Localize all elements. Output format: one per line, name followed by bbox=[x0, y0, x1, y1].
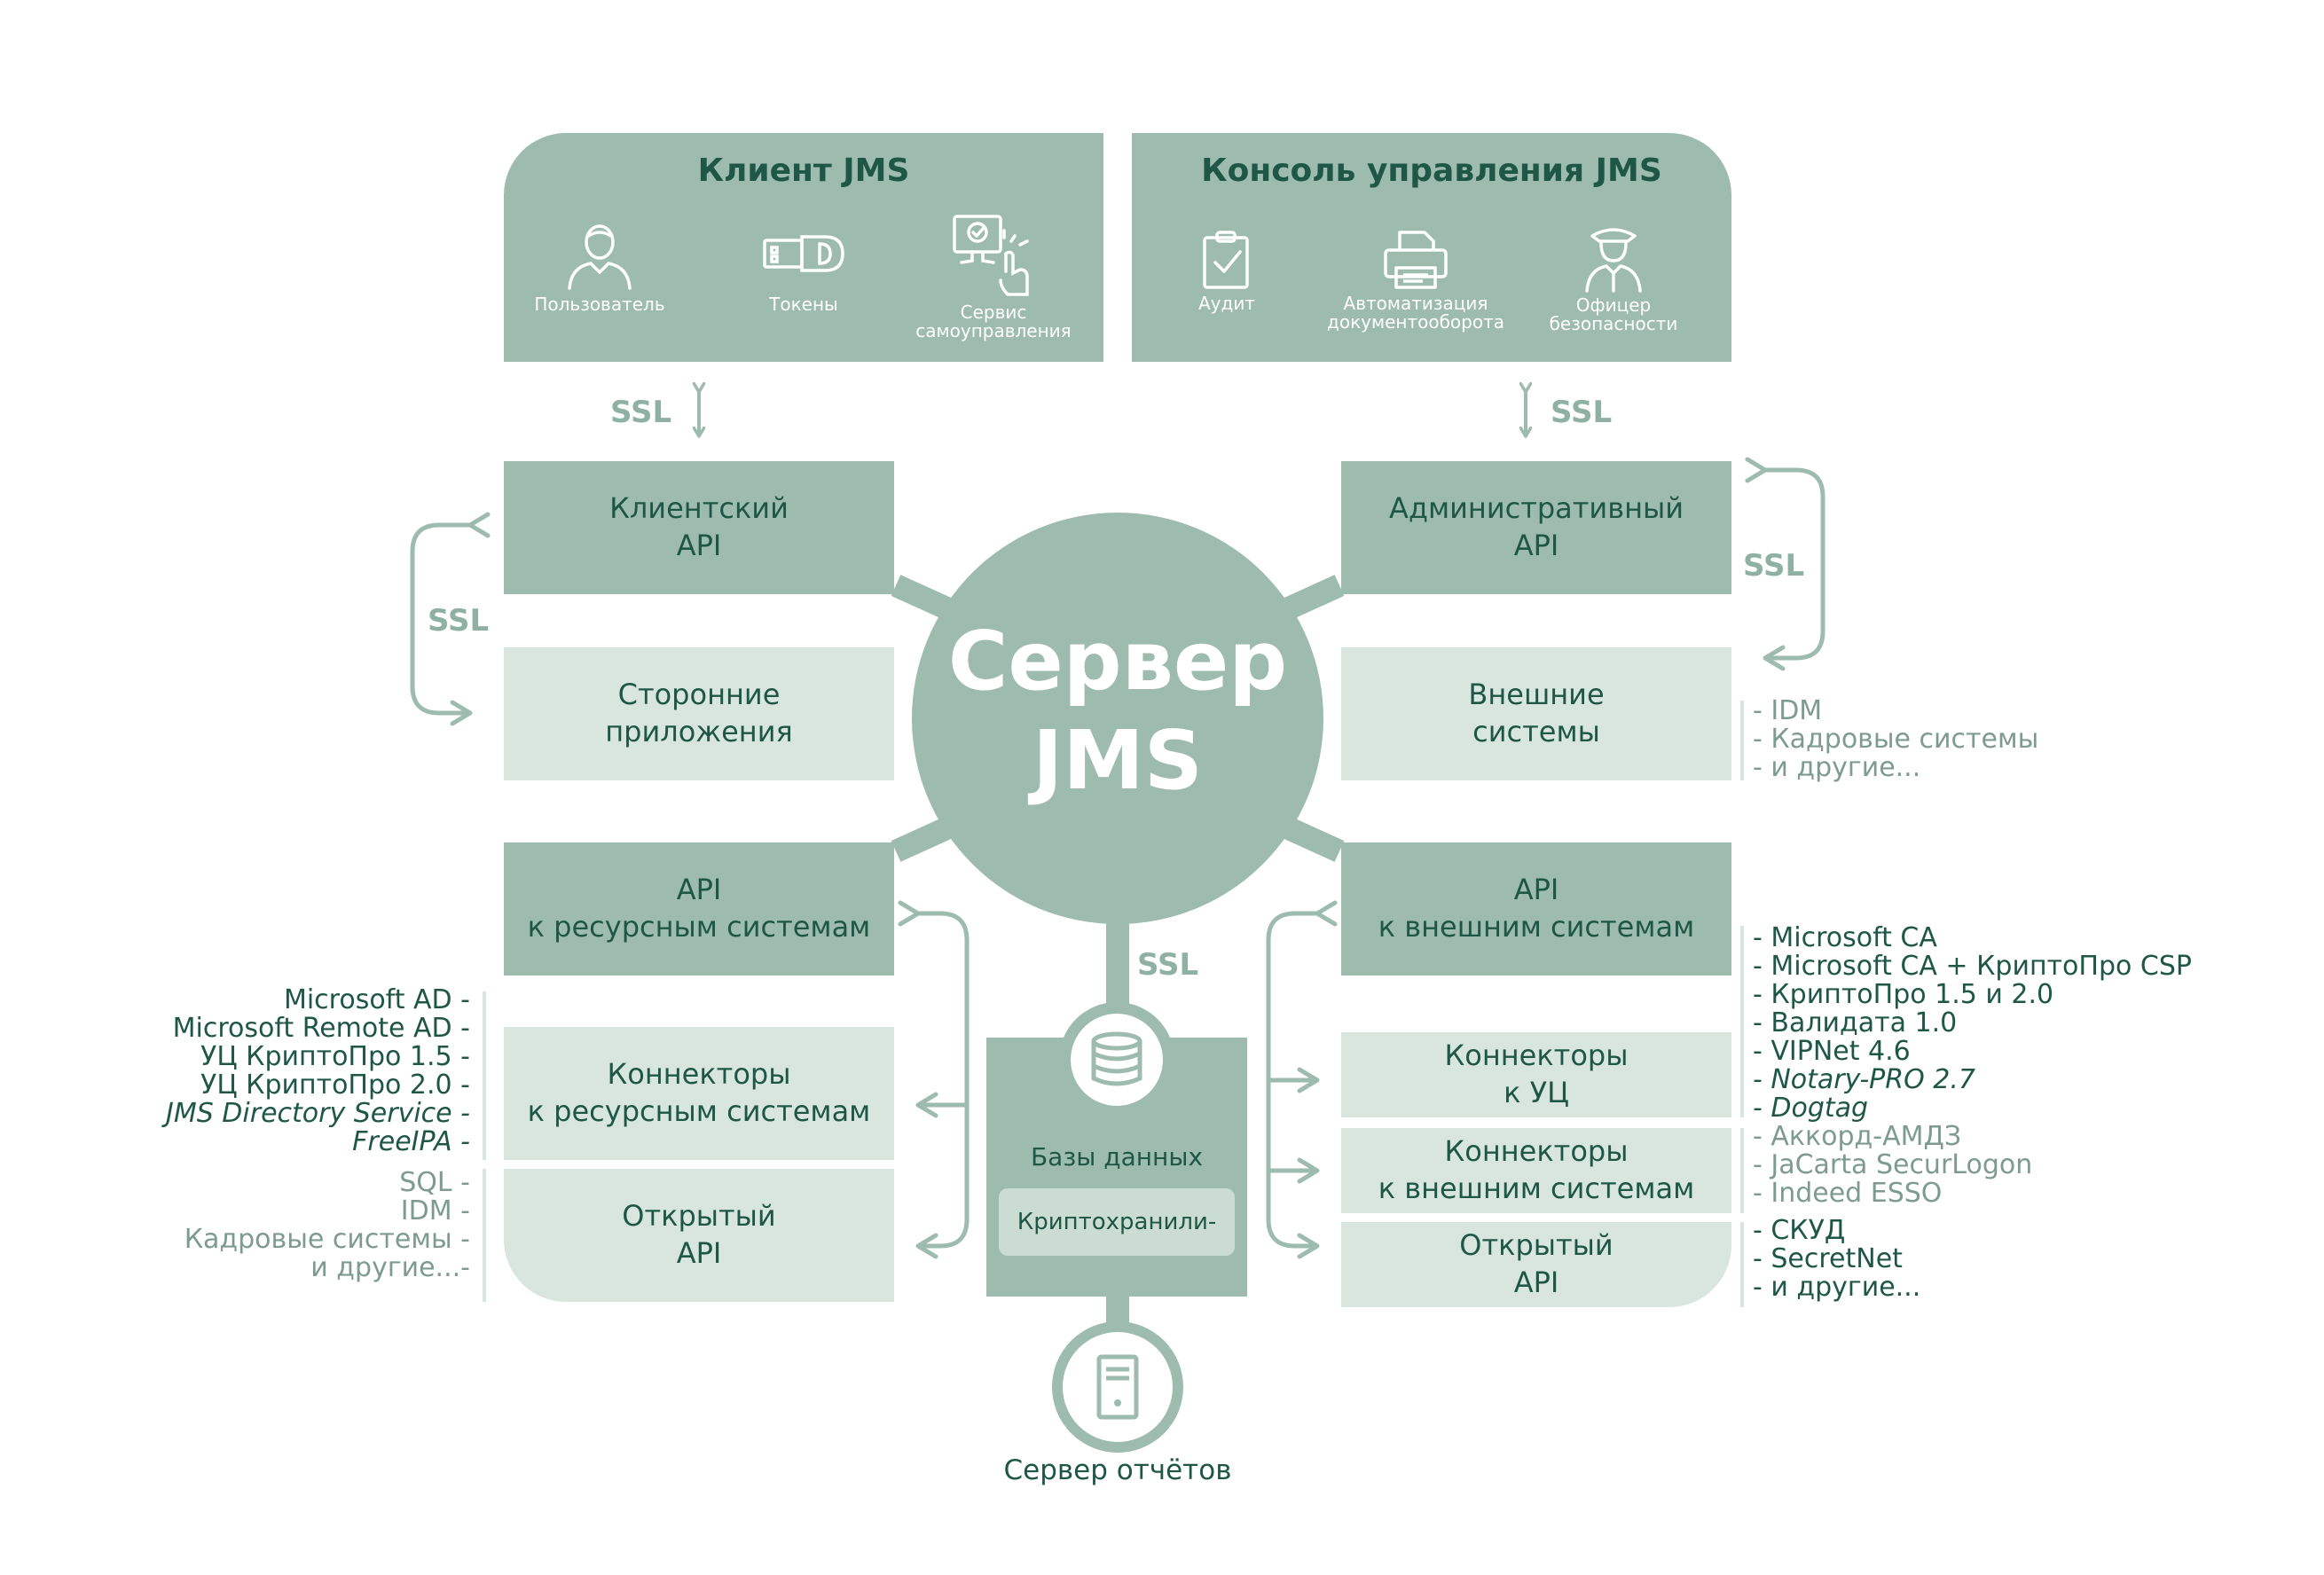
server-icon bbox=[1096, 1354, 1139, 1420]
panel-item-security-officer: Офицер безопасности bbox=[1525, 222, 1702, 333]
panel-item-user: Пользователь bbox=[511, 217, 688, 314]
panel-item-audit: Аудит bbox=[1138, 229, 1315, 313]
resource-bracket bbox=[898, 900, 970, 1259]
panel-item-label: Аудит bbox=[1198, 293, 1255, 314]
user-icon bbox=[568, 224, 632, 290]
console-jms-panel: Консоль управления JMS Аудит Автоматизац… bbox=[1132, 133, 1731, 362]
audit-clipboard-icon bbox=[1203, 231, 1249, 289]
list-separator bbox=[1740, 926, 1744, 1117]
external-connectors-list: - Аккорд-АМДЗ - JaCarta SecurLogon - Ind… bbox=[1753, 1121, 2033, 1209]
resource-connectors-list: Microsoft AD - Microsoft Remote AD - УЦ … bbox=[165, 984, 470, 1157]
client-jms-panel: Клиент JMS Пользователь Токены bbox=[504, 133, 1103, 362]
list-separator bbox=[483, 1169, 486, 1302]
ssl-label-left: SSL bbox=[428, 603, 490, 639]
databases-block: Базы данных Криптохранили- bbox=[986, 1002, 1247, 1297]
ssl-bracket-right bbox=[1745, 457, 1825, 671]
jms-server-hub bbox=[912, 513, 1323, 924]
client-panel-title: Клиент JMS bbox=[697, 153, 910, 189]
panel-item-label: Пользователь bbox=[534, 294, 665, 315]
open-api-right-list: - СКУД - SecretNet - и другие... bbox=[1753, 1215, 1921, 1303]
ssl-label-right: SSL bbox=[1743, 548, 1805, 584]
panel-item-tokens: Токены bbox=[715, 217, 892, 314]
ssl-label-console: SSL bbox=[1551, 395, 1613, 430]
ssl-label-databases: SSL bbox=[1137, 947, 1199, 983]
ca-connectors-list: - Microsoft CA - Microsoft CA + КриптоПр… bbox=[1753, 922, 2192, 1124]
databases-label: Базы данных bbox=[1030, 1142, 1204, 1171]
list-separator bbox=[1740, 1128, 1744, 1213]
ssl-label-client: SSL bbox=[610, 395, 672, 430]
panel-item-label: Офицер безопасности bbox=[1549, 294, 1678, 334]
crypto-storage-block: Криптохранили- bbox=[999, 1188, 1235, 1256]
self-service-icon bbox=[953, 215, 1029, 296]
panel-item-automation: Автоматизация документооборота bbox=[1327, 229, 1504, 332]
database-icon-holder bbox=[1071, 1014, 1163, 1106]
list-separator bbox=[1740, 1222, 1744, 1307]
external-systems-list: - IDM - Кадровые системы - и другие... bbox=[1753, 695, 2039, 783]
security-officer-icon bbox=[1585, 228, 1642, 293]
database-icon bbox=[1091, 1031, 1142, 1086]
jms-server-title: Сервер JMS bbox=[947, 614, 1288, 808]
list-separator bbox=[483, 991, 486, 1160]
panel-item-label: Автоматизация документооборота bbox=[1327, 293, 1504, 333]
printer-icon bbox=[1384, 231, 1448, 289]
token-icon bbox=[763, 235, 844, 272]
report-server-label: Сервер отчётов bbox=[1003, 1454, 1232, 1486]
report-server-icon-holder bbox=[1063, 1332, 1173, 1442]
ssl-bracket-left bbox=[410, 512, 491, 726]
panel-item-label: Сервис самоуправления bbox=[915, 302, 1072, 341]
panel-item-self-service: Сервис самоуправления bbox=[905, 211, 1082, 341]
open-api-left-list: SQL - IDM - Кадровые системы - и другие.… bbox=[184, 1167, 470, 1283]
list-separator bbox=[1740, 701, 1744, 780]
panel-item-label: Токены bbox=[769, 294, 838, 315]
console-panel-title: Консоль управления JMS bbox=[1201, 153, 1662, 189]
